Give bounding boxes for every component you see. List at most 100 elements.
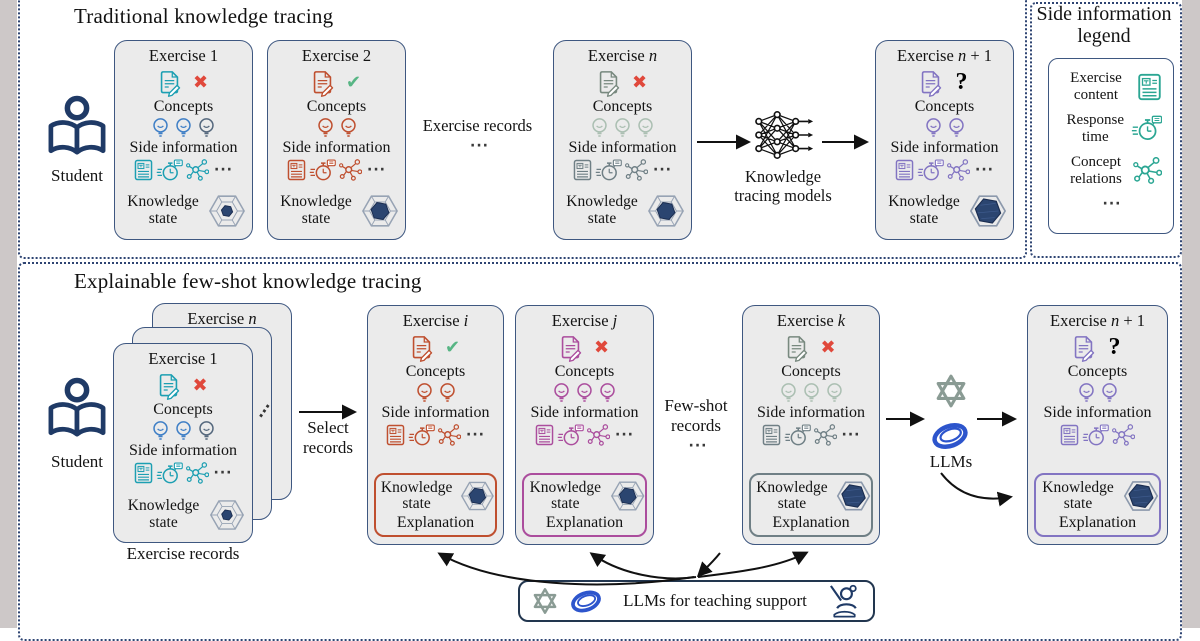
response-time-icon xyxy=(156,159,183,182)
exercise-doc-icon xyxy=(783,334,810,362)
few-shot-records-label: Few-shot records xyxy=(664,396,728,435)
ellipsis: ··· xyxy=(214,162,233,179)
card-title: Exercise n + 1 xyxy=(1050,311,1145,330)
concepts-label: Concepts xyxy=(1067,363,1128,380)
legend-item-concept-relations: Concept relations xyxy=(1056,154,1166,187)
concept-relations-icon xyxy=(1133,157,1162,184)
exercise-card-n1-bottom: Exercise n + 1 ? Concepts Side informati… xyxy=(1027,305,1168,545)
concepts-label: Concepts xyxy=(405,363,466,380)
concept-relations-icon xyxy=(587,424,610,446)
side-information-icons: ··· xyxy=(573,158,672,183)
concept-relations-icon xyxy=(186,159,209,181)
concept-bulb-icon xyxy=(175,420,192,441)
concept-bulb-icon xyxy=(553,382,570,403)
exercise-records-label: Exercise records xyxy=(422,116,533,135)
concept-bulb-icon xyxy=(198,420,215,441)
exercise-result-row: ✖ xyxy=(783,332,839,363)
knowledge-state-icon xyxy=(647,192,685,230)
exercise-doc-icon xyxy=(408,334,435,362)
exercise-result-row: ? xyxy=(917,67,973,98)
knowledge-state-row: Knowledge state xyxy=(376,478,495,514)
concepts-label: Concepts xyxy=(554,363,615,380)
exercise-content-icon xyxy=(535,424,554,446)
response-time-icon xyxy=(156,462,183,485)
concept-bulb-icon xyxy=(340,117,357,138)
traditional-kt-title: Traditional knowledge tracing xyxy=(74,4,334,28)
ellipsis: ··· xyxy=(367,162,386,179)
legend-item-response-time: Response time xyxy=(1056,112,1166,145)
concept-relations-icon xyxy=(186,462,209,484)
concept-bulbs xyxy=(317,116,357,139)
side-information-legend-section xyxy=(1030,2,1182,258)
exercise-doc-icon xyxy=(595,69,622,97)
card-title: Exercise n xyxy=(187,309,257,328)
side-information-label: Side information xyxy=(381,404,490,422)
response-time-icon xyxy=(557,424,584,447)
legend-item-exercise-content: Exercise content xyxy=(1056,70,1166,103)
exercise-card-n: Exercise n ✖ Concepts Side information ·… xyxy=(553,40,692,240)
knowledge-state-row: Knowledge state xyxy=(560,192,685,230)
concept-bulb-icon xyxy=(780,382,797,403)
llms-teaching-support-label: LLMs for teaching support xyxy=(623,591,807,610)
exercise-card-j: Exercise j ✖ Concepts Side information ·… xyxy=(515,305,654,545)
concept-bulb-icon xyxy=(803,382,820,403)
knowledge-state-label: Knowledge state xyxy=(888,193,960,227)
concept-bulbs xyxy=(1078,381,1118,404)
knowledge-state-row: Knowledge state xyxy=(122,497,245,533)
exercise-content-icon xyxy=(1137,73,1162,101)
side-information-label: Side information xyxy=(568,139,677,157)
knowledge-state-row: Knowledge state xyxy=(751,478,871,514)
response-time-icon xyxy=(1131,115,1162,142)
side-information-label: Side information xyxy=(890,139,999,157)
exercise-content-icon xyxy=(134,159,153,181)
llm-ring-logo-icon xyxy=(568,588,604,615)
student-label: Student xyxy=(51,452,103,471)
concept-bulbs xyxy=(152,116,215,139)
exercise-content-icon xyxy=(134,462,153,484)
concepts-label: Concepts xyxy=(153,401,213,418)
legend-title: Side information legend xyxy=(1036,3,1172,47)
exercise-doc-icon xyxy=(309,69,336,97)
concept-bulb-icon xyxy=(175,117,192,138)
knowledge-state-label: Knowledge state xyxy=(756,478,828,513)
concepts-label: Concepts xyxy=(781,363,841,380)
concept-bulbs xyxy=(416,381,456,404)
knowledge-state-icon xyxy=(209,497,245,533)
unknown-mark: ? xyxy=(955,69,968,95)
side-information-icons: ··· xyxy=(134,158,233,183)
llms-label: LLMs xyxy=(929,452,973,471)
knowledge-state-label: Knowledge state xyxy=(566,193,638,227)
ellipsis: ··· xyxy=(1102,196,1122,212)
exercise-content-icon xyxy=(573,159,592,181)
knowledge-state-icon xyxy=(610,478,645,514)
response-time-icon xyxy=(309,159,336,182)
legend-box: Exercise content Response time Concept r… xyxy=(1048,58,1174,234)
llm-ring-logo-icon xyxy=(927,420,973,452)
student-icon xyxy=(44,94,110,158)
exercise-doc-icon xyxy=(156,69,183,97)
response-time-icon xyxy=(595,159,622,182)
openai-logo-icon xyxy=(932,372,970,410)
concept-bulb-icon xyxy=(599,382,616,403)
knowledge-state-icon xyxy=(836,478,871,514)
wrong-mark: ✖ xyxy=(820,337,836,358)
card-title: Exercise j xyxy=(551,311,618,330)
ellipsis: ··· xyxy=(466,427,485,444)
knowledge-state-explanation-box: Knowledge state Explanation xyxy=(522,473,647,537)
ellipsis: ··· xyxy=(688,438,708,454)
concept-relations-icon xyxy=(1112,424,1135,446)
knowledge-state-label: Knowledge state xyxy=(529,478,602,513)
correct-mark: ✔ xyxy=(444,337,461,358)
knowledge-state-icon xyxy=(1123,478,1159,514)
concept-bulb-icon xyxy=(925,117,942,138)
exercise-result-row: ✖ xyxy=(156,67,212,98)
side-information-label: Side information xyxy=(757,404,865,422)
side-information-icons: ··· xyxy=(895,158,994,183)
concept-bulbs xyxy=(925,116,965,139)
card-title: Exercise n + 1 xyxy=(897,46,992,65)
concept-bulb-icon xyxy=(948,117,965,138)
concepts-label: Concepts xyxy=(592,98,653,115)
exercise-content-icon xyxy=(386,424,405,446)
openai-logo-icon xyxy=(530,586,560,616)
concept-bulbs xyxy=(780,381,843,404)
